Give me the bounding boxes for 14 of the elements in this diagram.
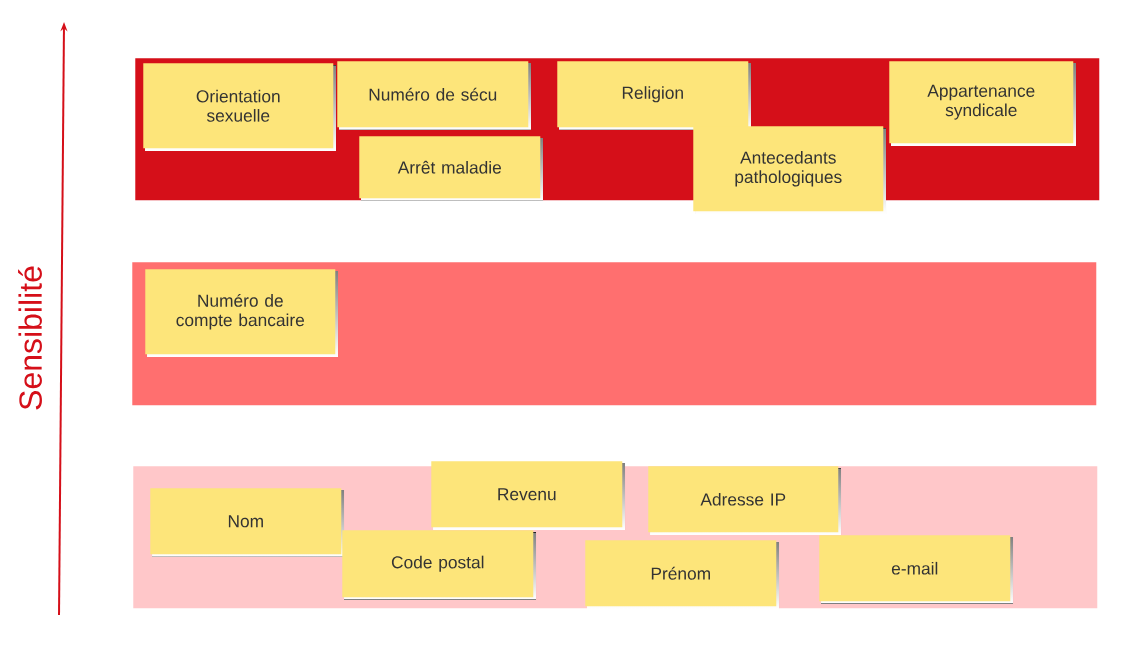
sticky-note: Appartenance syndicale bbox=[889, 61, 1076, 146]
sticky-note: Revenu bbox=[431, 461, 625, 530]
sticky-note: Code postal bbox=[342, 530, 536, 600]
sticky-note: Religion bbox=[557, 61, 751, 130]
sticky-note: Antecedants pathologiques bbox=[693, 126, 886, 214]
sticky-note: Arrêt maladie bbox=[359, 136, 543, 201]
sticky-note: Numéro de sécu bbox=[337, 61, 531, 130]
axis-label: Sensibilité bbox=[18, 266, 42, 410]
sticky-note: Prénom bbox=[585, 540, 779, 609]
sticky-note: Numéro de compte bancaire bbox=[145, 269, 338, 357]
sticky-note: Nom bbox=[150, 488, 344, 557]
sticky-note: Adresse IP bbox=[648, 466, 841, 535]
sticky-note: Orientation sexuelle bbox=[143, 63, 336, 151]
sticky-note: e-mail bbox=[819, 535, 1013, 604]
